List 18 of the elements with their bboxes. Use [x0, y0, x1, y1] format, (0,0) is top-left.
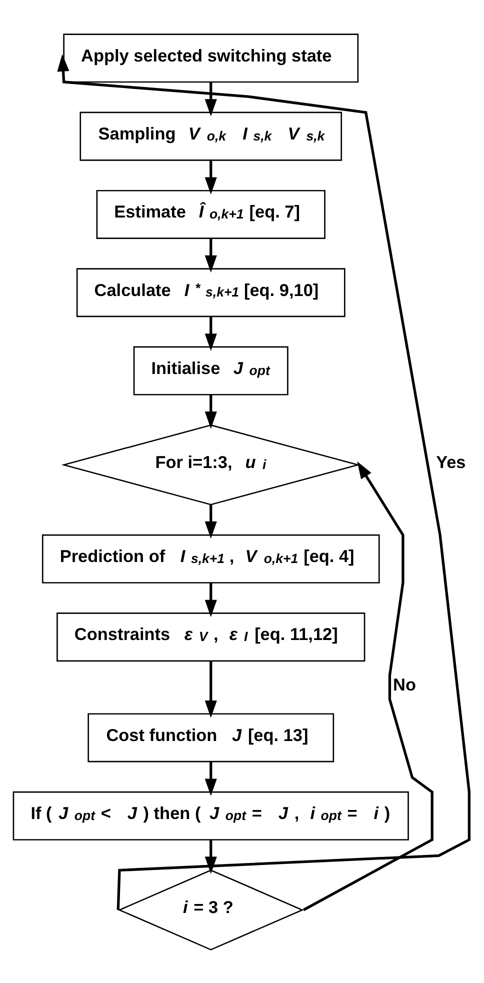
arrow [302, 460, 434, 911]
node-diamond: i = 3 ? [118, 869, 304, 950]
node-box: Cost function J [eq. 13] [88, 712, 334, 762]
arrow [204, 504, 217, 538]
arrow [204, 582, 217, 617]
arrow [204, 82, 217, 116]
arrow [204, 660, 217, 718]
node-box: Calculate I*s,k+1 [eq. 9,10] [76, 268, 346, 317]
arrow [57, 54, 471, 910]
edge-label: No [393, 674, 416, 694]
arrow [204, 316, 217, 350]
node-box: Apply selected switching state [63, 33, 359, 82]
arrow [204, 160, 217, 194]
arrow [204, 238, 217, 272]
arrow [204, 761, 217, 796]
arrow [204, 394, 217, 428]
arrow [204, 839, 217, 874]
edge-label: Yes [436, 452, 466, 472]
